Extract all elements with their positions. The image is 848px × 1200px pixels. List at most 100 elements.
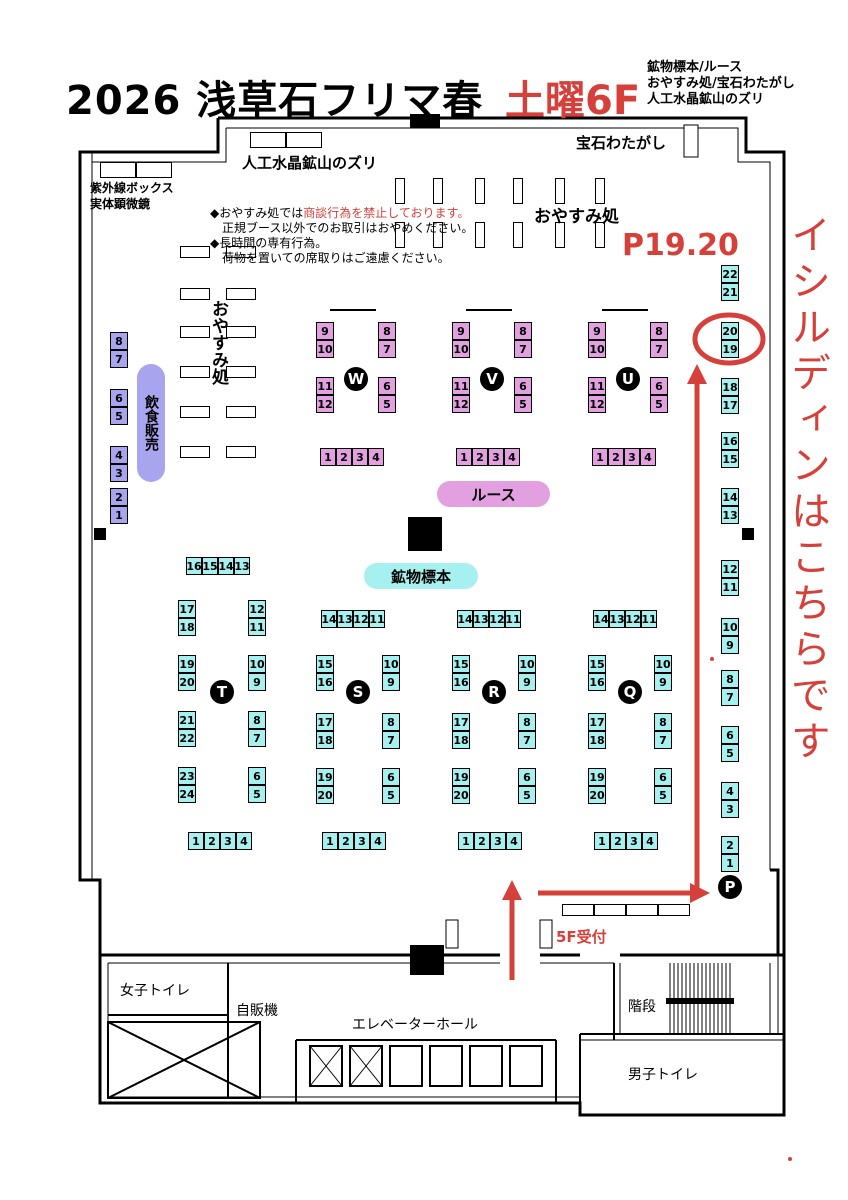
booth-cell[interactable]: 8 (382, 713, 400, 731)
booth-cell[interactable]: 3 (220, 832, 236, 850)
booth-cell[interactable]: 19 (178, 655, 196, 673)
booth-cell[interactable]: 16 (588, 673, 606, 691)
booth-cell[interactable]: 13 (609, 610, 625, 628)
booth-cell[interactable]: 4 (640, 448, 656, 466)
booth-cell[interactable]: 9 (382, 673, 400, 691)
booth-cell[interactable]: 5 (378, 395, 396, 413)
booth-cell[interactable]: 6 (378, 377, 396, 395)
booth-cell[interactable]: 6 (110, 389, 128, 407)
booth-cell[interactable]: 10 (518, 655, 536, 673)
booth-cell[interactable]: 11 (452, 377, 470, 395)
booth-cell[interactable]: 17 (588, 713, 606, 731)
booth-cell[interactable]: 9 (518, 673, 536, 691)
booth-cell[interactable]: 18 (178, 618, 196, 636)
booth-cell[interactable]: 4 (721, 782, 739, 800)
booth-cell[interactable]: 14 (721, 488, 739, 506)
booth-cell[interactable]: 2 (204, 832, 220, 850)
booth-cell[interactable]: 17 (316, 713, 334, 731)
booth-cell[interactable]: 5 (248, 785, 266, 803)
booth-cell[interactable]: 20 (178, 673, 196, 691)
booth-cell[interactable]: 1 (721, 854, 739, 872)
booth-cell[interactable]: 8 (248, 711, 266, 729)
booth-cell[interactable]: 10 (248, 655, 266, 673)
booth-cell[interactable]: 17 (452, 713, 470, 731)
booth-cell[interactable]: 3 (352, 448, 368, 466)
booth-cell[interactable]: 7 (721, 688, 739, 706)
booth-cell[interactable]: 20 (721, 322, 739, 340)
booth-cell[interactable]: 8 (514, 322, 532, 340)
booth-cell[interactable]: 4 (110, 446, 128, 464)
booth-cell[interactable]: 6 (654, 768, 672, 786)
booth-cell[interactable]: 2 (474, 832, 490, 850)
booth-cell[interactable]: 10 (452, 340, 470, 358)
booth-cell[interactable]: 3 (624, 448, 640, 466)
booth-cell[interactable]: 19 (452, 768, 470, 786)
booth-cell[interactable]: 8 (654, 713, 672, 731)
booth-cell[interactable]: 16 (186, 557, 202, 575)
booth-cell[interactable]: 23 (178, 767, 196, 785)
booth-cell[interactable]: 20 (588, 786, 606, 804)
booth-cell[interactable]: 10 (721, 618, 739, 636)
booth-cell[interactable]: 3 (110, 464, 128, 482)
booth-cell[interactable]: 17 (178, 600, 196, 618)
booth-cell[interactable]: 6 (518, 768, 536, 786)
booth-cell[interactable]: 22 (178, 729, 196, 747)
booth-cell[interactable]: 3 (490, 832, 506, 850)
booth-cell[interactable]: 3 (488, 448, 504, 466)
booth-cell[interactable]: 12 (353, 610, 369, 628)
booth-cell[interactable]: 15 (316, 655, 334, 673)
booth-cell[interactable]: 1 (188, 832, 204, 850)
booth-cell[interactable]: 5 (518, 786, 536, 804)
booth-cell[interactable]: 7 (654, 731, 672, 749)
booth-cell[interactable]: 10 (588, 340, 606, 358)
booth-cell[interactable]: 7 (518, 731, 536, 749)
booth-cell[interactable]: 12 (316, 395, 334, 413)
booth-cell[interactable]: 1 (458, 832, 474, 850)
booth-cell[interactable]: 9 (654, 673, 672, 691)
booth-cell[interactable]: 5 (110, 407, 128, 425)
booth-cell[interactable]: 2 (610, 832, 626, 850)
booth-cell[interactable]: 3 (626, 832, 642, 850)
booth-cell[interactable]: 6 (514, 377, 532, 395)
booth-cell[interactable]: 5 (654, 786, 672, 804)
booth-cell[interactable]: 11 (641, 610, 657, 628)
booth-cell[interactable]: 16 (721, 432, 739, 450)
booth-cell[interactable]: 8 (378, 322, 396, 340)
booth-cell[interactable]: 12 (452, 395, 470, 413)
booth-cell[interactable]: 19 (721, 340, 739, 358)
booth-cell[interactable]: 3 (721, 800, 739, 818)
booth-cell[interactable]: 22 (721, 265, 739, 283)
booth-cell[interactable]: 10 (654, 655, 672, 673)
booth-cell[interactable]: 15 (452, 655, 470, 673)
booth-cell[interactable]: 18 (588, 731, 606, 749)
booth-cell[interactable]: 4 (506, 832, 522, 850)
booth-cell[interactable]: 2 (472, 448, 488, 466)
booth-cell[interactable]: 12 (489, 610, 505, 628)
booth-cell[interactable]: 6 (721, 726, 739, 744)
booth-cell[interactable]: 2 (721, 836, 739, 854)
booth-cell[interactable]: 6 (382, 768, 400, 786)
booth-cell[interactable]: 4 (236, 832, 252, 850)
booth-cell[interactable]: 19 (588, 768, 606, 786)
booth-cell[interactable]: 5 (650, 395, 668, 413)
booth-cell[interactable]: 18 (452, 731, 470, 749)
booth-cell[interactable]: 14 (593, 610, 609, 628)
booth-cell[interactable]: 7 (248, 729, 266, 747)
booth-cell[interactable]: 11 (369, 610, 385, 628)
booth-cell[interactable]: 16 (316, 673, 334, 691)
booth-cell[interactable]: 7 (650, 340, 668, 358)
booth-cell[interactable]: 8 (721, 670, 739, 688)
booth-cell[interactable]: 12 (588, 395, 606, 413)
booth-cell[interactable]: 15 (588, 655, 606, 673)
booth-cell[interactable]: 5 (382, 786, 400, 804)
booth-cell[interactable]: 9 (452, 322, 470, 340)
booth-cell[interactable]: 7 (382, 731, 400, 749)
booth-cell[interactable]: 17 (721, 396, 739, 414)
booth-cell[interactable]: 4 (370, 832, 386, 850)
booth-cell[interactable]: 13 (337, 610, 353, 628)
booth-cell[interactable]: 16 (452, 673, 470, 691)
booth-cell[interactable]: 2 (338, 832, 354, 850)
booth-cell[interactable]: 11 (588, 377, 606, 395)
booth-cell[interactable]: 20 (316, 786, 334, 804)
booth-cell[interactable]: 5 (721, 744, 739, 762)
